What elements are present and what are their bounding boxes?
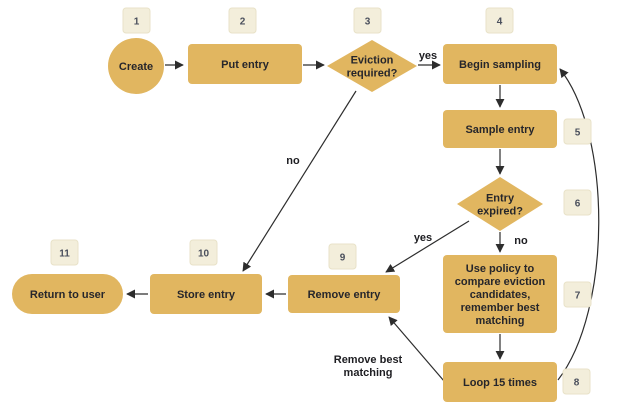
node-label-create: Create xyxy=(119,61,153,73)
badge-4 xyxy=(485,7,514,34)
node-loop-15-times: Loop 15 times 8 xyxy=(443,362,591,402)
badge-label-3: 3 xyxy=(365,17,371,28)
badge-label-2: 2 xyxy=(240,17,246,28)
edge-label-expired-yes-to-remove: yes xyxy=(414,232,432,244)
edge-label-eviction-no-to-store-entry: no xyxy=(286,155,300,167)
badge-11 xyxy=(50,239,79,266)
edge-label-eviction-yes-to-begin: yes xyxy=(419,50,437,62)
badge-9 xyxy=(328,243,357,270)
badge-label-7: 7 xyxy=(575,291,581,302)
node-shape-sample-entry xyxy=(443,110,557,148)
node-shape-eviction-required xyxy=(327,40,417,92)
node-sample-entry: Sample entry 5 xyxy=(443,110,592,148)
node-shape-loop-15-times xyxy=(443,362,557,402)
edge-expired-yes-to-remove xyxy=(385,220,470,273)
edge-loop-to-remove-entry xyxy=(388,316,445,382)
node-put-entry: Put entry 2 xyxy=(188,7,302,84)
node-shape-return-to-user xyxy=(12,274,123,314)
node-shape-create xyxy=(108,38,164,94)
badge-2 xyxy=(228,7,257,34)
badge-label-4: 4 xyxy=(497,17,503,28)
node-begin-sampling: Begin sampling 4 xyxy=(443,7,557,84)
node-create: Create 1 xyxy=(108,7,164,94)
badge-7 xyxy=(563,281,592,308)
node-label-begin-sampling: Begin sampling xyxy=(459,59,541,71)
badge-5 xyxy=(563,118,592,145)
node-label-return-to-user: Return to user xyxy=(30,289,106,301)
badge-6 xyxy=(563,189,592,216)
node-label-store-entry: Store entry xyxy=(177,289,236,301)
node-label-remove-entry: Remove entry xyxy=(308,289,382,301)
edge-loop-back-to-begin-sampling xyxy=(557,68,600,381)
node-shape-store-entry xyxy=(150,274,262,314)
badge-10 xyxy=(189,239,218,266)
node-shape-remove-entry xyxy=(288,275,400,313)
node-label-loop-15-times: Loop 15 times xyxy=(463,377,537,389)
badge-label-9: 9 xyxy=(340,253,346,264)
badge-label-11: 11 xyxy=(59,249,70,260)
badge-label-5: 5 xyxy=(575,128,581,139)
badge-label-10: 10 xyxy=(198,249,210,260)
node-shape-put-entry xyxy=(188,44,302,84)
badge-label-6: 6 xyxy=(575,199,581,210)
node-label-put-entry: Put entry xyxy=(221,59,270,71)
badge-8 xyxy=(562,368,591,395)
badge-label-8: 8 xyxy=(574,378,580,389)
edge-eviction-no-to-store-entry xyxy=(242,90,357,272)
node-label-sample-entry: Sample entry xyxy=(465,124,535,136)
node-return-to-user: Return to user 11 xyxy=(12,239,123,314)
node-shape-begin-sampling xyxy=(443,44,557,84)
badge-label-1: 1 xyxy=(134,17,140,28)
node-shape-entry-expired xyxy=(457,177,543,231)
edge-label-expired-no-to-use-policy: no xyxy=(514,235,528,247)
badge-3 xyxy=(353,7,382,34)
node-remove-entry: Remove entry 9 xyxy=(288,243,400,313)
badge-1 xyxy=(122,7,151,34)
node-store-entry: Store entry 10 xyxy=(150,239,262,314)
node-shape-use-policy xyxy=(443,255,557,333)
